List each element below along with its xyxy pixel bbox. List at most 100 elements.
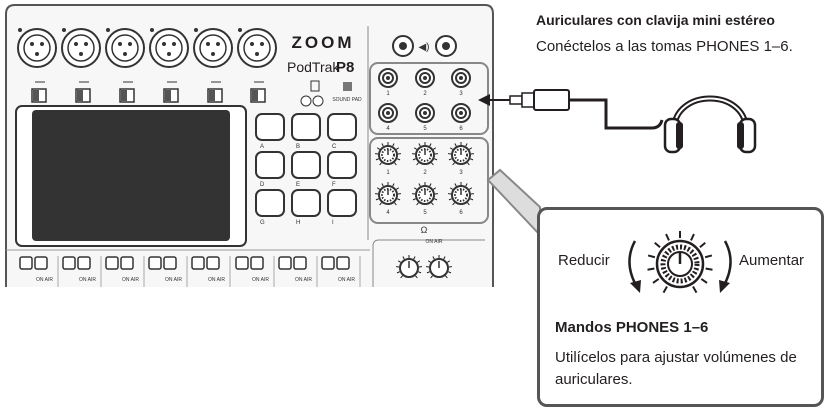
decrease-label: Reducir	[558, 252, 610, 269]
phones-knob: 5	[412, 182, 438, 216]
tick-mark	[652, 278, 660, 284]
on-air-label: ON AIR	[165, 277, 182, 283]
tick-mark	[429, 143, 432, 147]
increase-label: Aumentar	[739, 252, 805, 269]
tick-mark	[654, 242, 661, 249]
tick-mark	[397, 260, 401, 263]
sound-pad: I	[327, 189, 357, 226]
on-air-button-pair: ON AIR	[321, 256, 361, 287]
arrow-right-icon	[719, 280, 730, 293]
tick-mark	[429, 183, 432, 187]
phones-knob-number: 3	[459, 170, 463, 176]
sound-pad: A	[255, 113, 285, 150]
phones-knob-number: 2	[423, 170, 427, 176]
tick-mark	[704, 254, 713, 259]
on-air-label: ON AIR	[426, 239, 443, 245]
tick-mark	[413, 256, 416, 260]
phones-knob-number: 4	[386, 210, 390, 216]
model-suffix: P8	[336, 59, 354, 76]
tick-mark	[379, 162, 382, 166]
speaker-icon: ◀)	[418, 42, 429, 53]
mini-jack	[312, 95, 324, 107]
sound-pad: G	[255, 189, 285, 226]
on-air-button-pair: ON AIR	[105, 256, 145, 287]
on-air-button-pair: ON AIR	[19, 256, 59, 287]
phones-knob: 4	[375, 182, 401, 216]
tick-mark	[427, 260, 431, 263]
on-air-label: ON AIR	[338, 277, 355, 283]
tick-mark	[433, 187, 437, 190]
tick-mark	[396, 271, 400, 274]
phantom-switch	[119, 81, 135, 103]
arrow-icon	[478, 94, 490, 106]
sound-pad-letter: E	[296, 182, 300, 188]
tick-mark	[447, 260, 451, 263]
tick-mark	[469, 187, 473, 190]
tick-mark	[705, 267, 713, 271]
tick-mark	[381, 143, 384, 147]
tick-mark	[469, 147, 473, 150]
model-prefix: PodTrak	[287, 59, 340, 75]
tick-mark	[647, 254, 656, 259]
tick-mark	[445, 275, 448, 279]
phones-knob: 2	[412, 142, 438, 176]
input-switches	[31, 81, 266, 103]
phones-jack: 1	[378, 68, 398, 97]
touchscreen	[32, 110, 230, 241]
tick-mark	[413, 187, 417, 190]
tick-mark	[397, 158, 401, 161]
tick-mark	[454, 143, 457, 147]
tick-mark	[376, 147, 380, 150]
tick-mark	[426, 271, 430, 274]
tick-mark	[690, 233, 695, 241]
tick-mark	[430, 275, 433, 279]
master-knob	[426, 255, 452, 279]
tick-mark	[467, 162, 470, 166]
xlr-input	[61, 28, 101, 68]
tick-mark	[376, 187, 380, 190]
tick-mark	[448, 271, 452, 274]
phones-knob: 6	[448, 182, 474, 216]
tick-mark	[412, 198, 416, 201]
knob-illustration	[628, 231, 732, 294]
phones-jack-number: 2	[423, 91, 427, 97]
tick-mark	[413, 147, 417, 150]
tick-mark	[470, 158, 474, 161]
tick-mark	[470, 198, 474, 201]
tick-mark	[431, 162, 434, 166]
on-air-button-pair: ON AIR	[62, 256, 102, 287]
on-air-label: ON AIR	[208, 277, 225, 283]
usb-icon	[310, 80, 320, 92]
sound-pad-letter: C	[332, 144, 337, 150]
tick-mark	[443, 256, 446, 260]
sound-pad: C	[327, 113, 357, 150]
headphone-cable	[478, 89, 664, 130]
phones-jack: 5	[415, 103, 435, 132]
tick-mark	[433, 147, 437, 150]
xlr-input	[105, 28, 145, 68]
tick-mark	[448, 158, 452, 161]
sound-pad-letter: H	[296, 220, 300, 226]
phones-jack: 3	[451, 68, 471, 97]
tick-mark	[379, 202, 382, 206]
tick-mark	[432, 256, 435, 260]
phones-knob: 1	[375, 142, 401, 176]
tick-mark	[375, 158, 379, 161]
sound-pad-label: SOUND PAD	[332, 97, 362, 103]
tick-mark	[394, 202, 397, 206]
tick-mark	[467, 202, 470, 206]
phones-symbol: Ω	[421, 225, 428, 235]
plug-tip	[509, 95, 523, 105]
callout-pointer	[486, 168, 541, 238]
sound-pad-letter: A	[260, 144, 264, 150]
plug-body	[521, 92, 535, 108]
phones-jack-number: 6	[459, 126, 463, 132]
tick-mark	[700, 278, 708, 284]
tick-mark	[375, 198, 379, 201]
tick-mark	[465, 143, 468, 147]
tick-mark	[396, 147, 400, 150]
tick-mark	[454, 183, 457, 187]
on-air-label: ON AIR	[122, 277, 139, 283]
